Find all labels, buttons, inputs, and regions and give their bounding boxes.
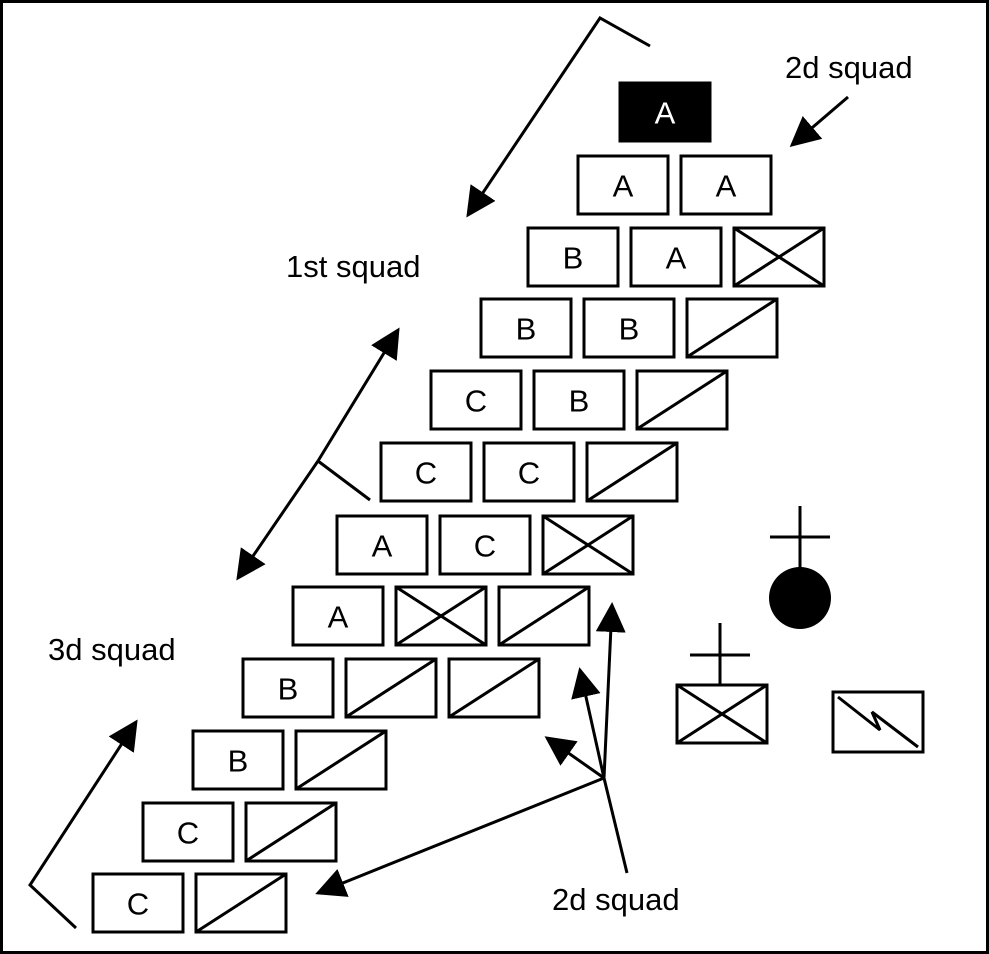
fan-stem xyxy=(602,777,629,874)
formation-box-r3-c1 xyxy=(582,297,676,359)
formation-letter-r5-c1: C xyxy=(518,456,540,491)
box-cross-b-icon xyxy=(395,585,487,647)
label-1st-squad: 1st squad xyxy=(286,249,420,284)
formation-box-r1-c0 xyxy=(576,154,670,216)
formation-box-r0-c0 xyxy=(618,81,712,143)
leader-symbol xyxy=(769,506,831,629)
formation-box-r8-c0 xyxy=(241,657,335,719)
leader-circle-icon xyxy=(769,567,831,629)
formation-letter-r9-c0: B xyxy=(228,744,249,779)
fan-arrow-4 xyxy=(595,602,626,779)
label-2d-squad-bottom: 2d squad xyxy=(552,882,680,917)
boundary-tick xyxy=(317,459,371,502)
box-slash-icon xyxy=(195,872,287,934)
second-squad-bottom-arrows xyxy=(315,602,629,897)
signal-zigzag-icon xyxy=(837,695,919,749)
boundary-arrow-up xyxy=(316,327,400,462)
first-squad-arrow xyxy=(466,16,651,218)
fan-arrow-2 xyxy=(544,736,605,780)
formation-grid: A A A B A B B C B C C A C A B B C C xyxy=(91,81,826,934)
formation-box-r6-c0 xyxy=(335,514,429,576)
formation-letter-r4-c1: B xyxy=(569,384,590,419)
formation-letter-r8-c0: B xyxy=(278,672,299,707)
formation-letter-r2-c0: B xyxy=(563,241,584,276)
formation-box-r9-c0 xyxy=(191,729,285,791)
box-slash-icon xyxy=(245,801,337,863)
formation-letter-r1-c1: A xyxy=(716,169,737,204)
fan-arrow-1 xyxy=(315,776,605,897)
formation-letter-r6-c0: A xyxy=(372,529,393,564)
formation-box-r1-c1 xyxy=(679,154,773,216)
formation-box-r5-c1 xyxy=(482,441,576,503)
box-slash-icon xyxy=(686,297,778,359)
formation-letter-r7-c0: A xyxy=(328,600,349,635)
formation-box-r3-c0 xyxy=(479,297,573,359)
formation-letter-r1-c0: A xyxy=(613,169,634,204)
box-cross-b-icon xyxy=(733,226,825,288)
medic-diag-2 xyxy=(676,683,768,745)
squad-boundary-arrow xyxy=(236,327,400,581)
formation-box-r5-c0 xyxy=(379,441,473,503)
formation-letter-r11-c0: C xyxy=(127,887,149,922)
signal-symbol xyxy=(831,690,925,754)
formation-letter-r6-c1: C xyxy=(474,529,496,564)
formation-box-r11-c0 xyxy=(91,872,185,934)
formation-box-r2-c1 xyxy=(629,226,723,288)
box-slash-icon xyxy=(636,369,728,431)
medic-symbol xyxy=(675,623,769,745)
box-slash-icon xyxy=(345,657,437,719)
first-squad-arrow-line xyxy=(466,16,651,218)
boundary-arrow-down xyxy=(236,460,320,581)
formation-box-r6-c1 xyxy=(438,514,532,576)
box-slash-icon xyxy=(498,585,590,647)
formation-letter-r4-c0: C xyxy=(465,384,487,419)
label-2d-squad-top: 2d squad xyxy=(785,50,913,85)
label-3d-squad: 3d squad xyxy=(48,632,176,667)
third-squad-arrow xyxy=(28,719,138,930)
box-slash-icon xyxy=(448,657,540,719)
formation-letter-r3-c1: B xyxy=(619,312,640,347)
formation-letter-r0-c0: A xyxy=(655,96,676,131)
formation-box-r7-c0 xyxy=(291,585,385,647)
box-slash-icon xyxy=(295,729,387,791)
fan-arrow-3 xyxy=(571,667,606,779)
formation-box-r2-c0 xyxy=(526,226,620,288)
formation-box-r10-c0 xyxy=(141,801,235,863)
formation-letter-r5-c0: C xyxy=(415,456,437,491)
box-cross-b-icon xyxy=(542,514,634,576)
formation-box-r4-c0 xyxy=(429,369,523,431)
formation-box-r4-c1 xyxy=(532,369,626,431)
formation-letter-r10-c0: C xyxy=(177,816,199,851)
box-slash-icon xyxy=(586,441,678,503)
formation-letter-r2-c1: A xyxy=(666,241,687,276)
second-squad-top-arrow xyxy=(789,95,849,147)
formation-letter-r3-c0: B xyxy=(516,312,537,347)
